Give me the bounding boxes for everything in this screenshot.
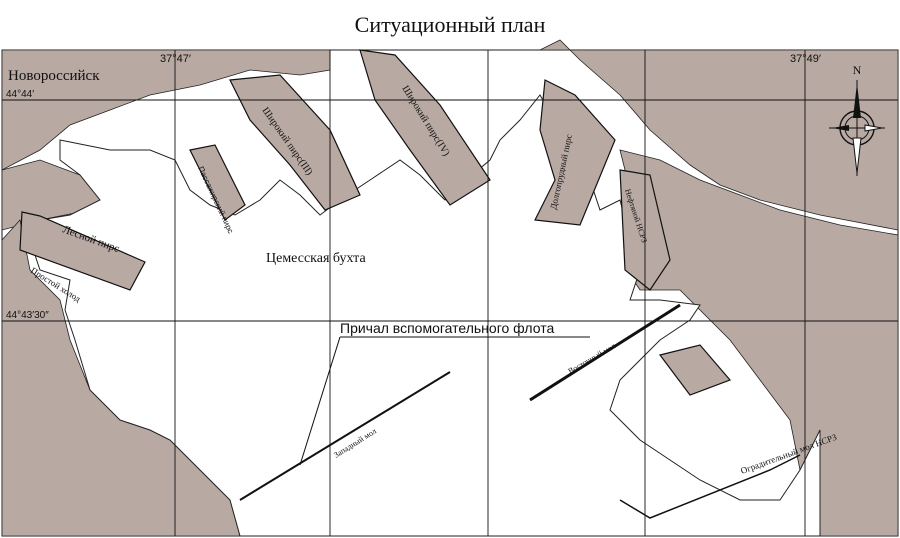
map-title: Ситуационный план	[354, 12, 546, 37]
land-areas	[1, 39, 899, 537]
lat-label-1: 44°44′	[6, 89, 34, 100]
bay-water	[29, 94, 821, 537]
pier-dolphin	[534, 79, 616, 226]
pier-south-block	[658, 344, 732, 396]
berth-label: Причал вспомогательного флота	[340, 320, 554, 336]
pier-shirokiy-4	[359, 49, 491, 206]
lon-label-1: 37°47′	[160, 53, 191, 65]
pier-les	[19, 211, 146, 291]
pier-shirokiy-3	[229, 74, 361, 211]
bay-label: Цемесская бухта	[266, 251, 366, 266]
north-arrow-icon	[829, 80, 885, 176]
coordinate-grid	[2, 50, 898, 536]
compass-north-label: N	[853, 63, 862, 77]
lat-label-2: 44°43′30″	[6, 310, 49, 321]
pier-passenger	[189, 144, 246, 221]
mol-west	[239, 371, 451, 501]
city-label: Новороссийск	[8, 68, 100, 84]
lon-label-2: 37°49′	[790, 53, 821, 65]
berth-leader	[299, 336, 341, 466]
land-northwest	[2, 39, 899, 231]
mol-protect	[619, 454, 801, 519]
piers	[19, 49, 732, 396]
